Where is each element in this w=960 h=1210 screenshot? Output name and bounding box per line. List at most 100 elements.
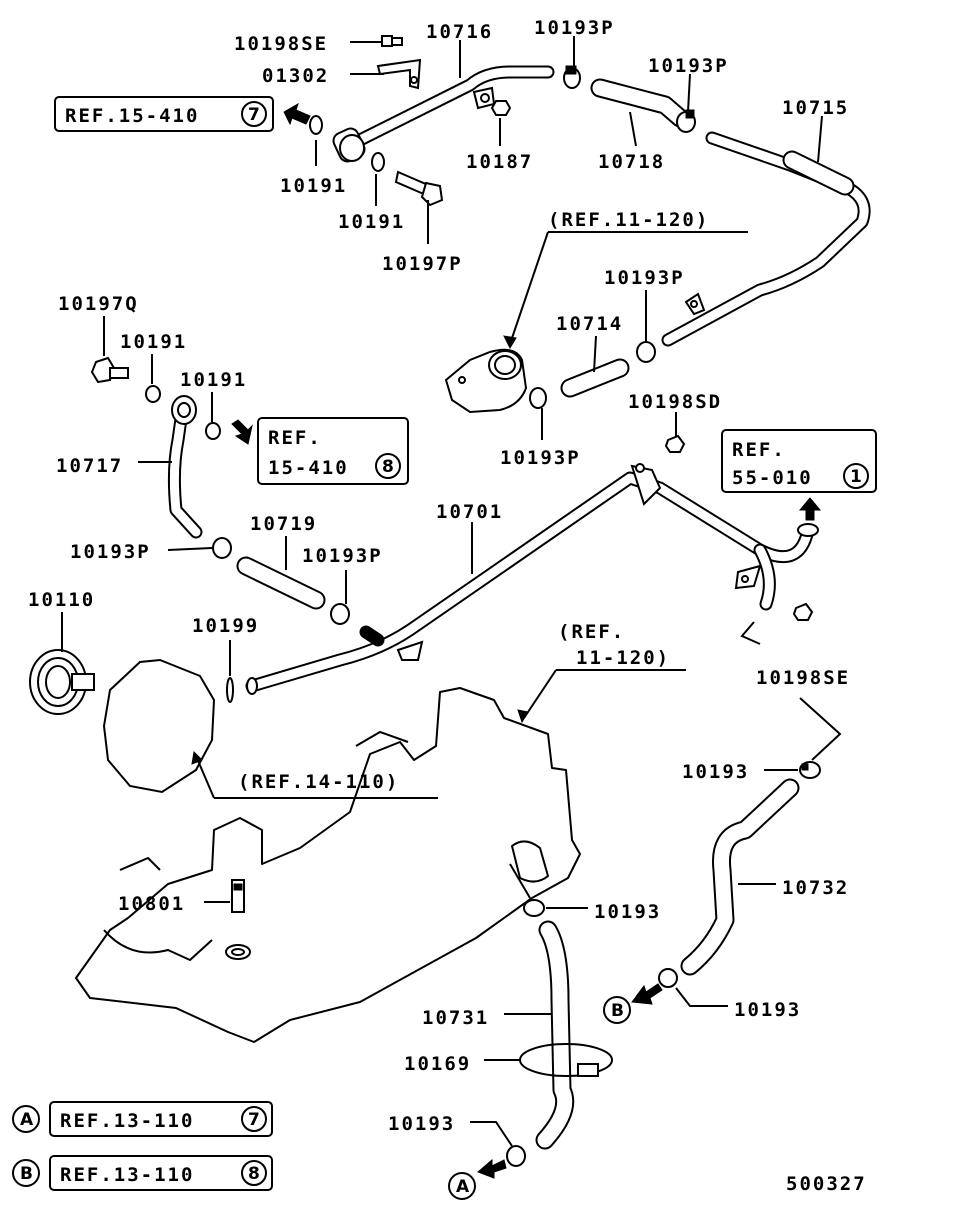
label-01302: 01302 <box>262 65 329 87</box>
label-ref-11-120-top: (REF.11-120) <box>548 209 709 231</box>
label-10191-c: 10191 <box>120 331 187 353</box>
label-10193-c: 10193 <box>734 999 801 1021</box>
label-10701: 10701 <box>436 501 503 523</box>
clamp-10193P-f <box>330 603 350 625</box>
clamp-10193-d <box>506 1145 526 1167</box>
label-10191-a: 10191 <box>280 175 347 197</box>
marker-B: B <box>603 996 631 1024</box>
hose-10719 <box>236 556 326 610</box>
ref-box-num: 1 <box>850 467 862 487</box>
label-10714: 10714 <box>556 313 623 335</box>
label-10193P-b: 10193P <box>648 55 729 77</box>
ref-box-15-410-8: REF. 15-410 8 <box>257 417 409 485</box>
label-10801: 10801 <box>118 893 185 915</box>
arrow-B <box>631 983 663 1005</box>
label-10110: 10110 <box>28 589 95 611</box>
legend-A-num: 7 <box>248 1110 260 1130</box>
pipe-10715 <box>661 131 871 347</box>
label-10199: 10199 <box>192 615 259 637</box>
pipe-10701 <box>245 463 819 695</box>
clamp-10193P-a <box>563 65 581 89</box>
legend-B-num: 8 <box>248 1164 260 1184</box>
clamp-10193P-d <box>636 341 656 363</box>
washer-10191-d <box>205 422 221 440</box>
ref-box-line2: 15-410 <box>268 457 349 479</box>
hose-10732 <box>680 778 800 976</box>
clamp-10193-b <box>523 899 545 917</box>
clamp-10193-a <box>799 761 821 779</box>
hose-10714 <box>560 358 630 398</box>
label-10719: 10719 <box>250 513 317 535</box>
label-10193-d: 10193 <box>388 1113 455 1135</box>
label-10198SE-right: 10198SE <box>756 667 850 689</box>
ref-box-line1: REF. <box>732 439 786 461</box>
label-10198SD: 10198SD <box>628 391 722 413</box>
diagram-code: 500327 <box>786 1173 867 1195</box>
sensor-10801 <box>225 879 251 960</box>
part-labels: 10198SE 01302 10716 10193P 10193P 10715 … <box>28 17 867 1195</box>
label-ref-14-110: (REF.14-110) <box>238 771 399 793</box>
clamp-10193P-e <box>212 537 232 559</box>
washer-10191-b <box>371 152 385 172</box>
label-10169: 10169 <box>404 1053 471 1075</box>
label-10716: 10716 <box>426 21 493 43</box>
label-10193P-c: 10193P <box>604 267 685 289</box>
legend-B-text: REF.13-110 <box>60 1164 194 1186</box>
ref-box-line1: REF. <box>268 427 322 449</box>
legend-B: B REF.13-110 8 <box>12 1155 273 1191</box>
marker-A-text: A <box>20 1110 34 1130</box>
clamp-10193P-b <box>676 109 696 133</box>
ref-box-15-410-7: REF.15-410 7 <box>54 96 274 132</box>
label-10191-b: 10191 <box>338 211 405 233</box>
label-10193P-e: 10193P <box>70 541 151 563</box>
thermostat-10110 <box>29 649 95 715</box>
label-ref-11-120-mid-a: (REF. <box>558 621 625 643</box>
label-10187: 10187 <box>466 151 533 173</box>
marker-A-label: A <box>456 1177 470 1197</box>
thermostat-case <box>102 658 216 794</box>
leader-lines <box>61 36 842 1147</box>
nut-10187 <box>490 100 512 116</box>
bolt-10197Q <box>90 356 129 384</box>
label-10193P-a: 10193P <box>534 17 615 39</box>
label-10197P: 10197P <box>382 253 463 275</box>
marker-B-label: B <box>611 1001 624 1021</box>
hose-10731 <box>535 920 575 1150</box>
label-10732: 10732 <box>782 877 849 899</box>
ref-box-55-010-1: REF. 55-010 1 <box>721 429 877 493</box>
label-10717: 10717 <box>56 455 123 477</box>
clamp-10193-c <box>658 968 678 988</box>
label-10197Q: 10197Q <box>58 293 139 315</box>
label-10191-d: 10191 <box>180 369 247 391</box>
arrow-ref1 <box>283 102 311 126</box>
arrow-A <box>477 1158 507 1179</box>
ref-box-text: REF.15-410 <box>65 105 199 127</box>
clamp-10193P-c <box>529 387 547 409</box>
washer-10191-c <box>145 385 161 403</box>
pipe-10716 <box>332 65 555 163</box>
gasket-10199 <box>226 677 234 703</box>
label-10193-a: 10193 <box>682 761 749 783</box>
bracket-01302 <box>376 58 422 90</box>
marker-B-text: B <box>20 1164 33 1184</box>
hose-10718 <box>590 78 690 128</box>
bolt-10198SE-right <box>792 602 814 621</box>
label-10718: 10718 <box>598 151 665 173</box>
bolt-10197P <box>394 170 444 207</box>
pipe-10717 <box>167 395 203 539</box>
label-10715: 10715 <box>782 97 849 119</box>
ref-box-num: 7 <box>248 105 260 125</box>
washer-10191-a <box>309 115 323 135</box>
engine-block <box>75 687 581 1043</box>
ref-box-num: 8 <box>382 457 394 477</box>
arrow-ref2 <box>231 419 253 445</box>
marker-A: A <box>448 1172 476 1200</box>
legend-A-text: REF.13-110 <box>60 1110 194 1132</box>
label-ref-11-120-mid-b: 11-120) <box>576 647 670 669</box>
label-10193P-f: 10193P <box>302 545 383 567</box>
bolt-10198SD <box>664 434 686 453</box>
label-10193P-d: 10193P <box>500 447 581 469</box>
ref-box-line2: 55-010 <box>732 467 813 489</box>
label-10731: 10731 <box>422 1007 489 1029</box>
